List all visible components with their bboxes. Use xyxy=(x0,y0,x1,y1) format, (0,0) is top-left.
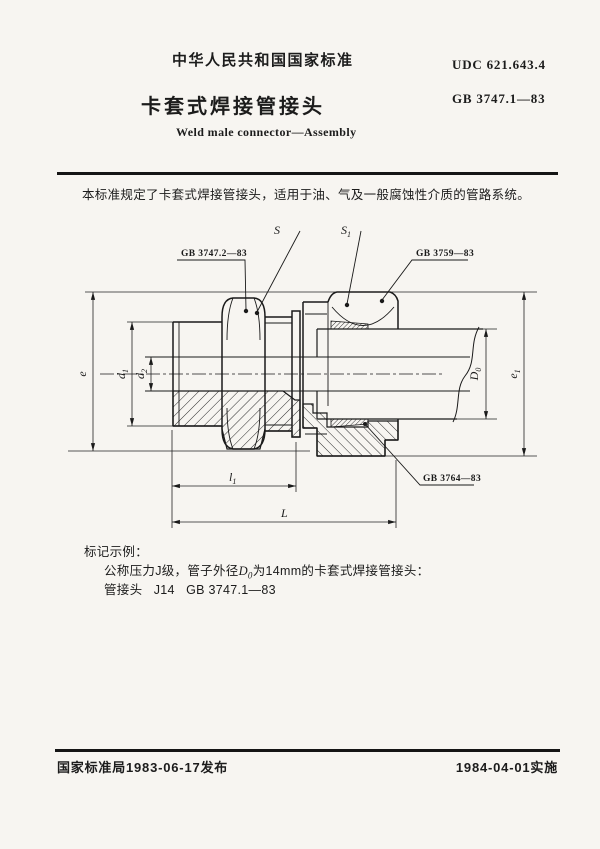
section-hatching xyxy=(172,320,399,457)
tube-break-line xyxy=(452,326,480,423)
example-line1: 公称压力J级，管子外径D0为14mm的卡套式焊接管接头： xyxy=(104,560,429,581)
national-standard-label: 中华人民共和国国家标准 xyxy=(172,52,354,69)
footer-issued-date: 国家标准局1983-06-17发布 xyxy=(57,760,229,775)
variable-D0: D0 xyxy=(238,564,253,581)
standard-number: GB 3747.1—83 xyxy=(452,91,546,106)
assembly-drawing: S S1 GB 3747.2—83 GB 3759—83 GB 3764—83 … xyxy=(68,223,537,528)
dim-label-e1: e1 xyxy=(506,369,522,378)
ferrule-lower-hatch xyxy=(330,418,369,428)
footer-rule xyxy=(55,749,560,752)
scope-paragraph: 本标准规定了卡套式焊接管接头，适用于油、气及一般腐蚀性介质的管路系统。 xyxy=(82,188,531,202)
washer xyxy=(291,310,301,438)
tube xyxy=(316,326,483,423)
nut-part-callout: GB 3759—83 xyxy=(416,249,474,259)
body-section-hatch xyxy=(172,390,301,450)
body-part-callout: GB 3747.2—83 xyxy=(181,249,247,259)
nut-detail-lines xyxy=(305,302,395,435)
d1-extensions xyxy=(127,321,173,427)
ferrule-part-callout: GB 3764—83 xyxy=(423,474,481,484)
example-line1-pre: 公称压力J级，管子外径 xyxy=(104,564,239,578)
udc-number: UDC 621.643.4 xyxy=(452,57,546,72)
dim-label-L: L xyxy=(280,506,288,520)
dim-label-d2: d2 xyxy=(133,369,149,379)
example-line1-post: 为14mm的卡套式焊接管接头： xyxy=(252,564,430,578)
example-heading: 标记示例： xyxy=(84,545,149,559)
body-detail-lines xyxy=(145,297,470,450)
dim-label-D0: D0 xyxy=(467,368,483,382)
page-title: 卡套式焊接管接头 xyxy=(141,96,325,118)
footer-implemented-date: 1984-04-01实施 xyxy=(455,760,558,775)
english-title: Weld male connector—Assembly xyxy=(176,125,357,139)
body-outline xyxy=(172,297,301,450)
dim-label-e: e xyxy=(75,371,89,377)
length-extensions xyxy=(171,430,397,528)
header-rule xyxy=(57,172,558,175)
dim-label-d1: d1 xyxy=(114,369,130,379)
example-line2: 管接头 J14 GB 3747.1—83 xyxy=(104,583,276,597)
dimension-lines xyxy=(68,291,537,528)
dim-label-l1: l1 xyxy=(229,470,236,486)
bore-lines xyxy=(145,356,470,392)
wrench-size-s-label: S xyxy=(274,223,280,237)
leader-lines xyxy=(177,230,474,486)
nut-face-arc xyxy=(331,306,395,326)
wrench-size-s1-label: S1 xyxy=(341,223,351,239)
